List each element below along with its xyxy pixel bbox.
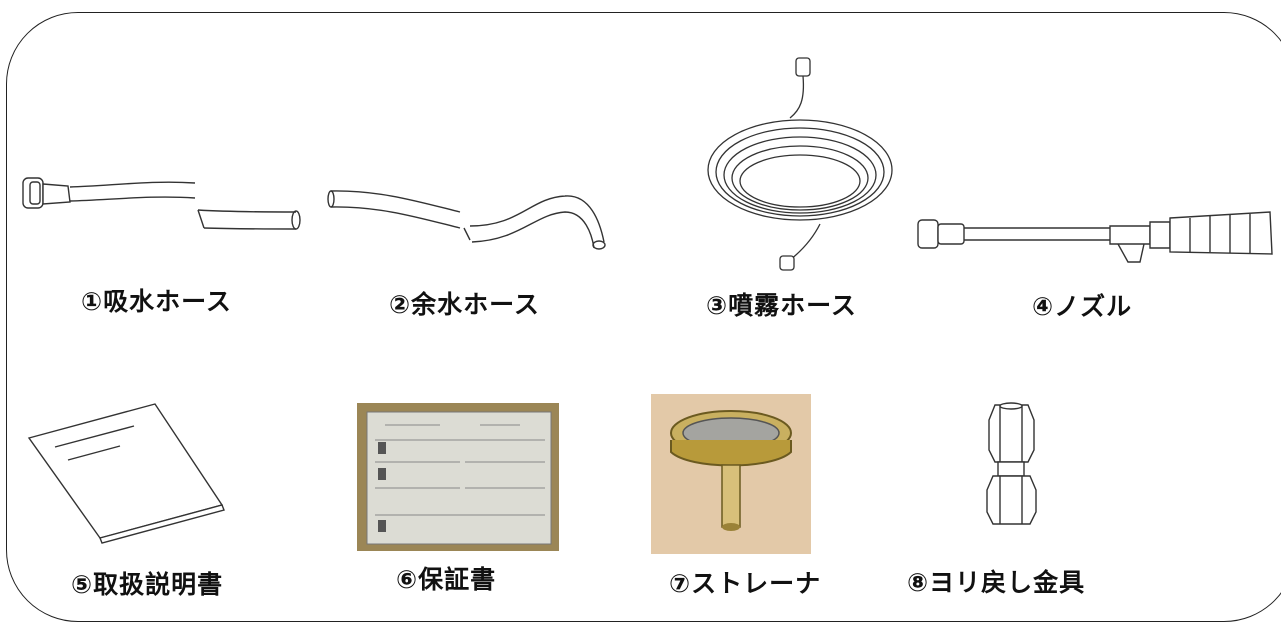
manual-booklet-icon	[27, 403, 225, 544]
warranty-card-icon	[357, 403, 559, 551]
swivel-fitting-icon	[986, 402, 1037, 525]
spray-hose-coil-icon	[707, 57, 893, 271]
nozzle-icon	[917, 211, 1273, 263]
bypass-hose-icon	[327, 190, 606, 250]
part-label: ①吸水ホース	[81, 287, 232, 316]
part-label: ⑥保証書	[396, 565, 497, 594]
part-label: ③噴霧ホース	[706, 291, 857, 320]
suction-hose-icon	[22, 177, 301, 230]
part-label: ⑦ストレーナ	[669, 569, 822, 598]
strainer-icon	[651, 394, 811, 554]
part-label: ②余水ホース	[389, 290, 540, 319]
part-label: ⑧ヨリ戻し金具	[907, 568, 1086, 597]
part-label: ④ノズル	[1032, 292, 1133, 321]
part-label: ⑤取扱説明書	[71, 570, 224, 599]
